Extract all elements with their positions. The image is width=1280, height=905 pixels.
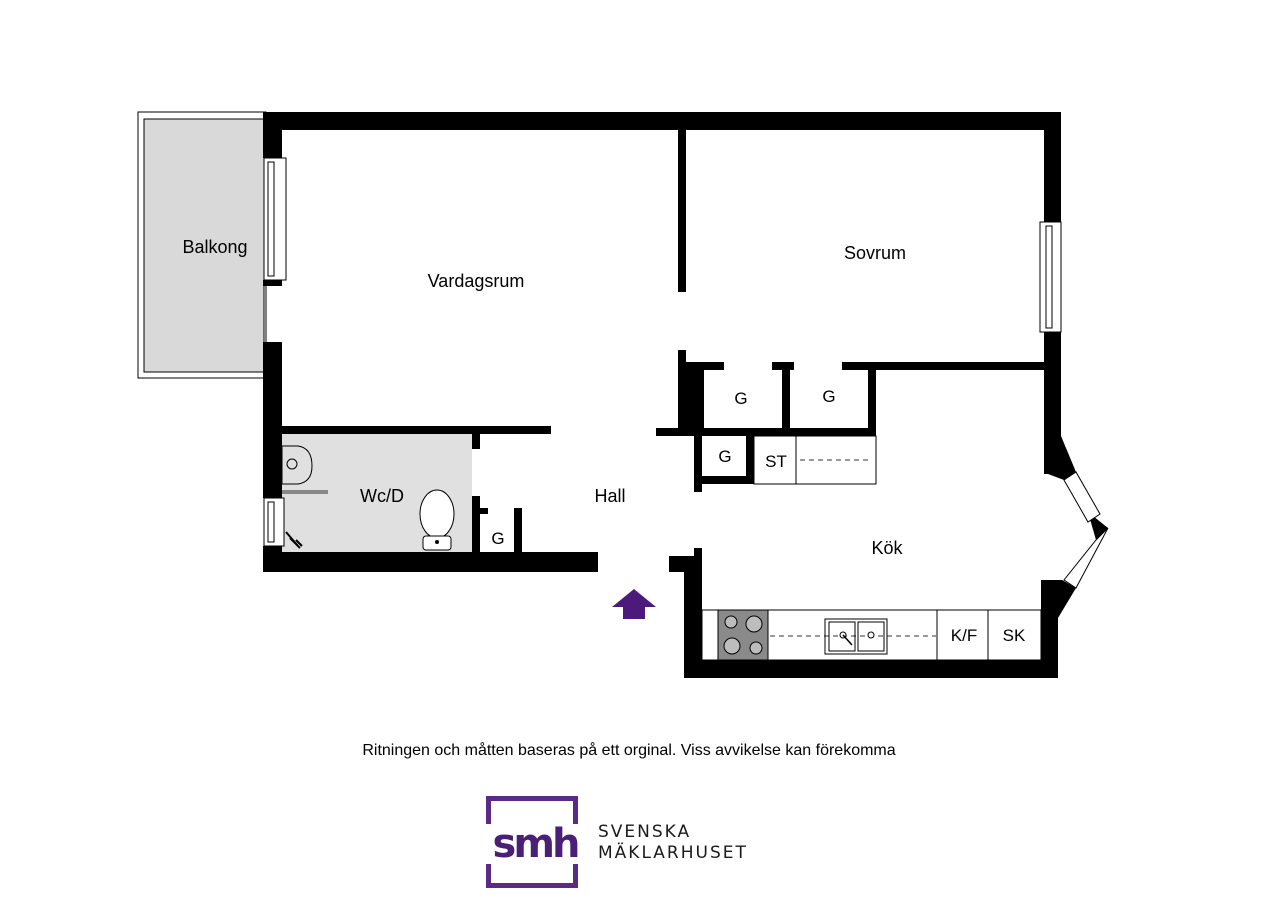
disclaimer-text: Ritningen och måtten baseras på ett orgi… (362, 742, 896, 759)
room-label-vardagsrum: Vardagsrum (428, 271, 525, 291)
fridge-freezer-label: K/F (951, 626, 977, 645)
logo-line-2: MÄKLARHUSET (598, 843, 748, 863)
entrance-arrow-icon (612, 589, 656, 619)
shower-icon (285, 531, 303, 549)
room-label-sovrum: Sovrum (844, 243, 906, 263)
closet-label: G (718, 447, 731, 466)
logo-line-1: SVENSKA (598, 822, 692, 842)
room-label-balkong: Balkong (182, 237, 247, 257)
toilet-icon (419, 489, 455, 551)
logo-wordmark: SVENSKA MÄKLARHUSET (598, 822, 748, 864)
company-logo: smh SVENSKA MÄKLARHUSET (484, 796, 786, 898)
closet-label: G (734, 389, 747, 408)
storage-label: ST (765, 452, 787, 471)
walls (263, 112, 1108, 678)
balcony (137, 111, 267, 379)
closet-label: G (491, 529, 504, 548)
kitchen-counter (701, 609, 1042, 661)
room-label-wc: Wc/D (360, 486, 404, 506)
cabinet-label: SK (1003, 626, 1026, 645)
bathroom-fixtures (281, 445, 455, 551)
windows (263, 157, 1109, 589)
logo-mark: smh (484, 824, 586, 864)
room-label-kok: Kök (871, 538, 903, 558)
storage-counter (753, 435, 877, 485)
closet-label: G (822, 387, 835, 406)
room-label-hall: Hall (594, 486, 625, 506)
sink-icon (824, 618, 888, 655)
